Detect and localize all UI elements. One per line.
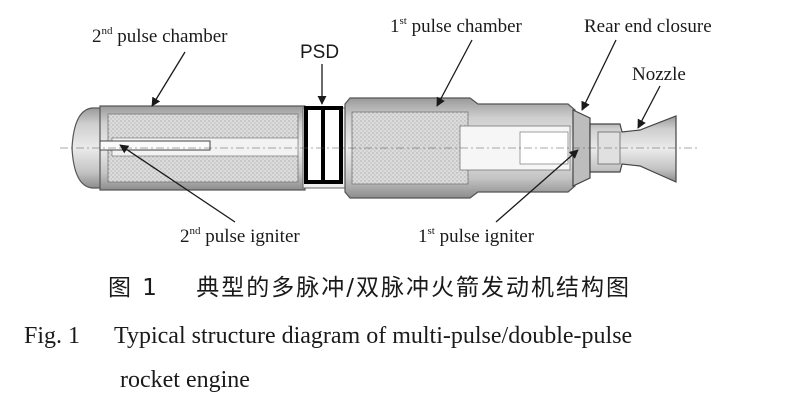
leader-rear-closure — [581, 39, 617, 111]
rocket-engine-diagram: 2nd pulse chamber PSD 1st pulse chamber … — [60, 15, 712, 247]
caption-english-number: Fig. 1 — [24, 323, 81, 349]
caption-english-line2: rocket engine — [120, 367, 250, 393]
caption-english-line1: Typical structure diagram of multi-pulse… — [114, 323, 633, 349]
second-pulse-igniter — [99, 140, 211, 151]
rear-end-closure — [572, 109, 591, 187]
label-second-pulse-chamber: 2nd pulse chamber — [92, 25, 228, 47]
label-rear-end-closure: Rear end closure — [584, 16, 712, 37]
label-nozzle: Nozzle — [632, 64, 686, 85]
caption-chinese-text: 典型的多脉冲/双脉冲火箭发动机结构图 — [196, 275, 631, 301]
leader-first-igniter — [495, 149, 579, 223]
caption-english: Fig. 1 Typical structure diagram of multi… — [24, 321, 633, 393]
label-first-pulse-chamber: 1st pulse chamber — [390, 15, 523, 37]
label-psd: PSD — [300, 42, 339, 63]
leader-nozzle — [637, 85, 661, 129]
leader-second-chamber — [151, 51, 186, 107]
label-second-pulse-igniter: 2nd pulse igniter — [180, 225, 300, 247]
leader-second-igniter — [119, 144, 236, 223]
caption-chinese-number: 图 1 — [108, 275, 159, 301]
caption-chinese: 图 1 典型的多脉冲/双脉冲火箭发动机结构图 — [108, 268, 631, 302]
leader-first-chamber — [436, 39, 473, 107]
label-first-pulse-igniter: 1st pulse igniter — [418, 225, 535, 247]
